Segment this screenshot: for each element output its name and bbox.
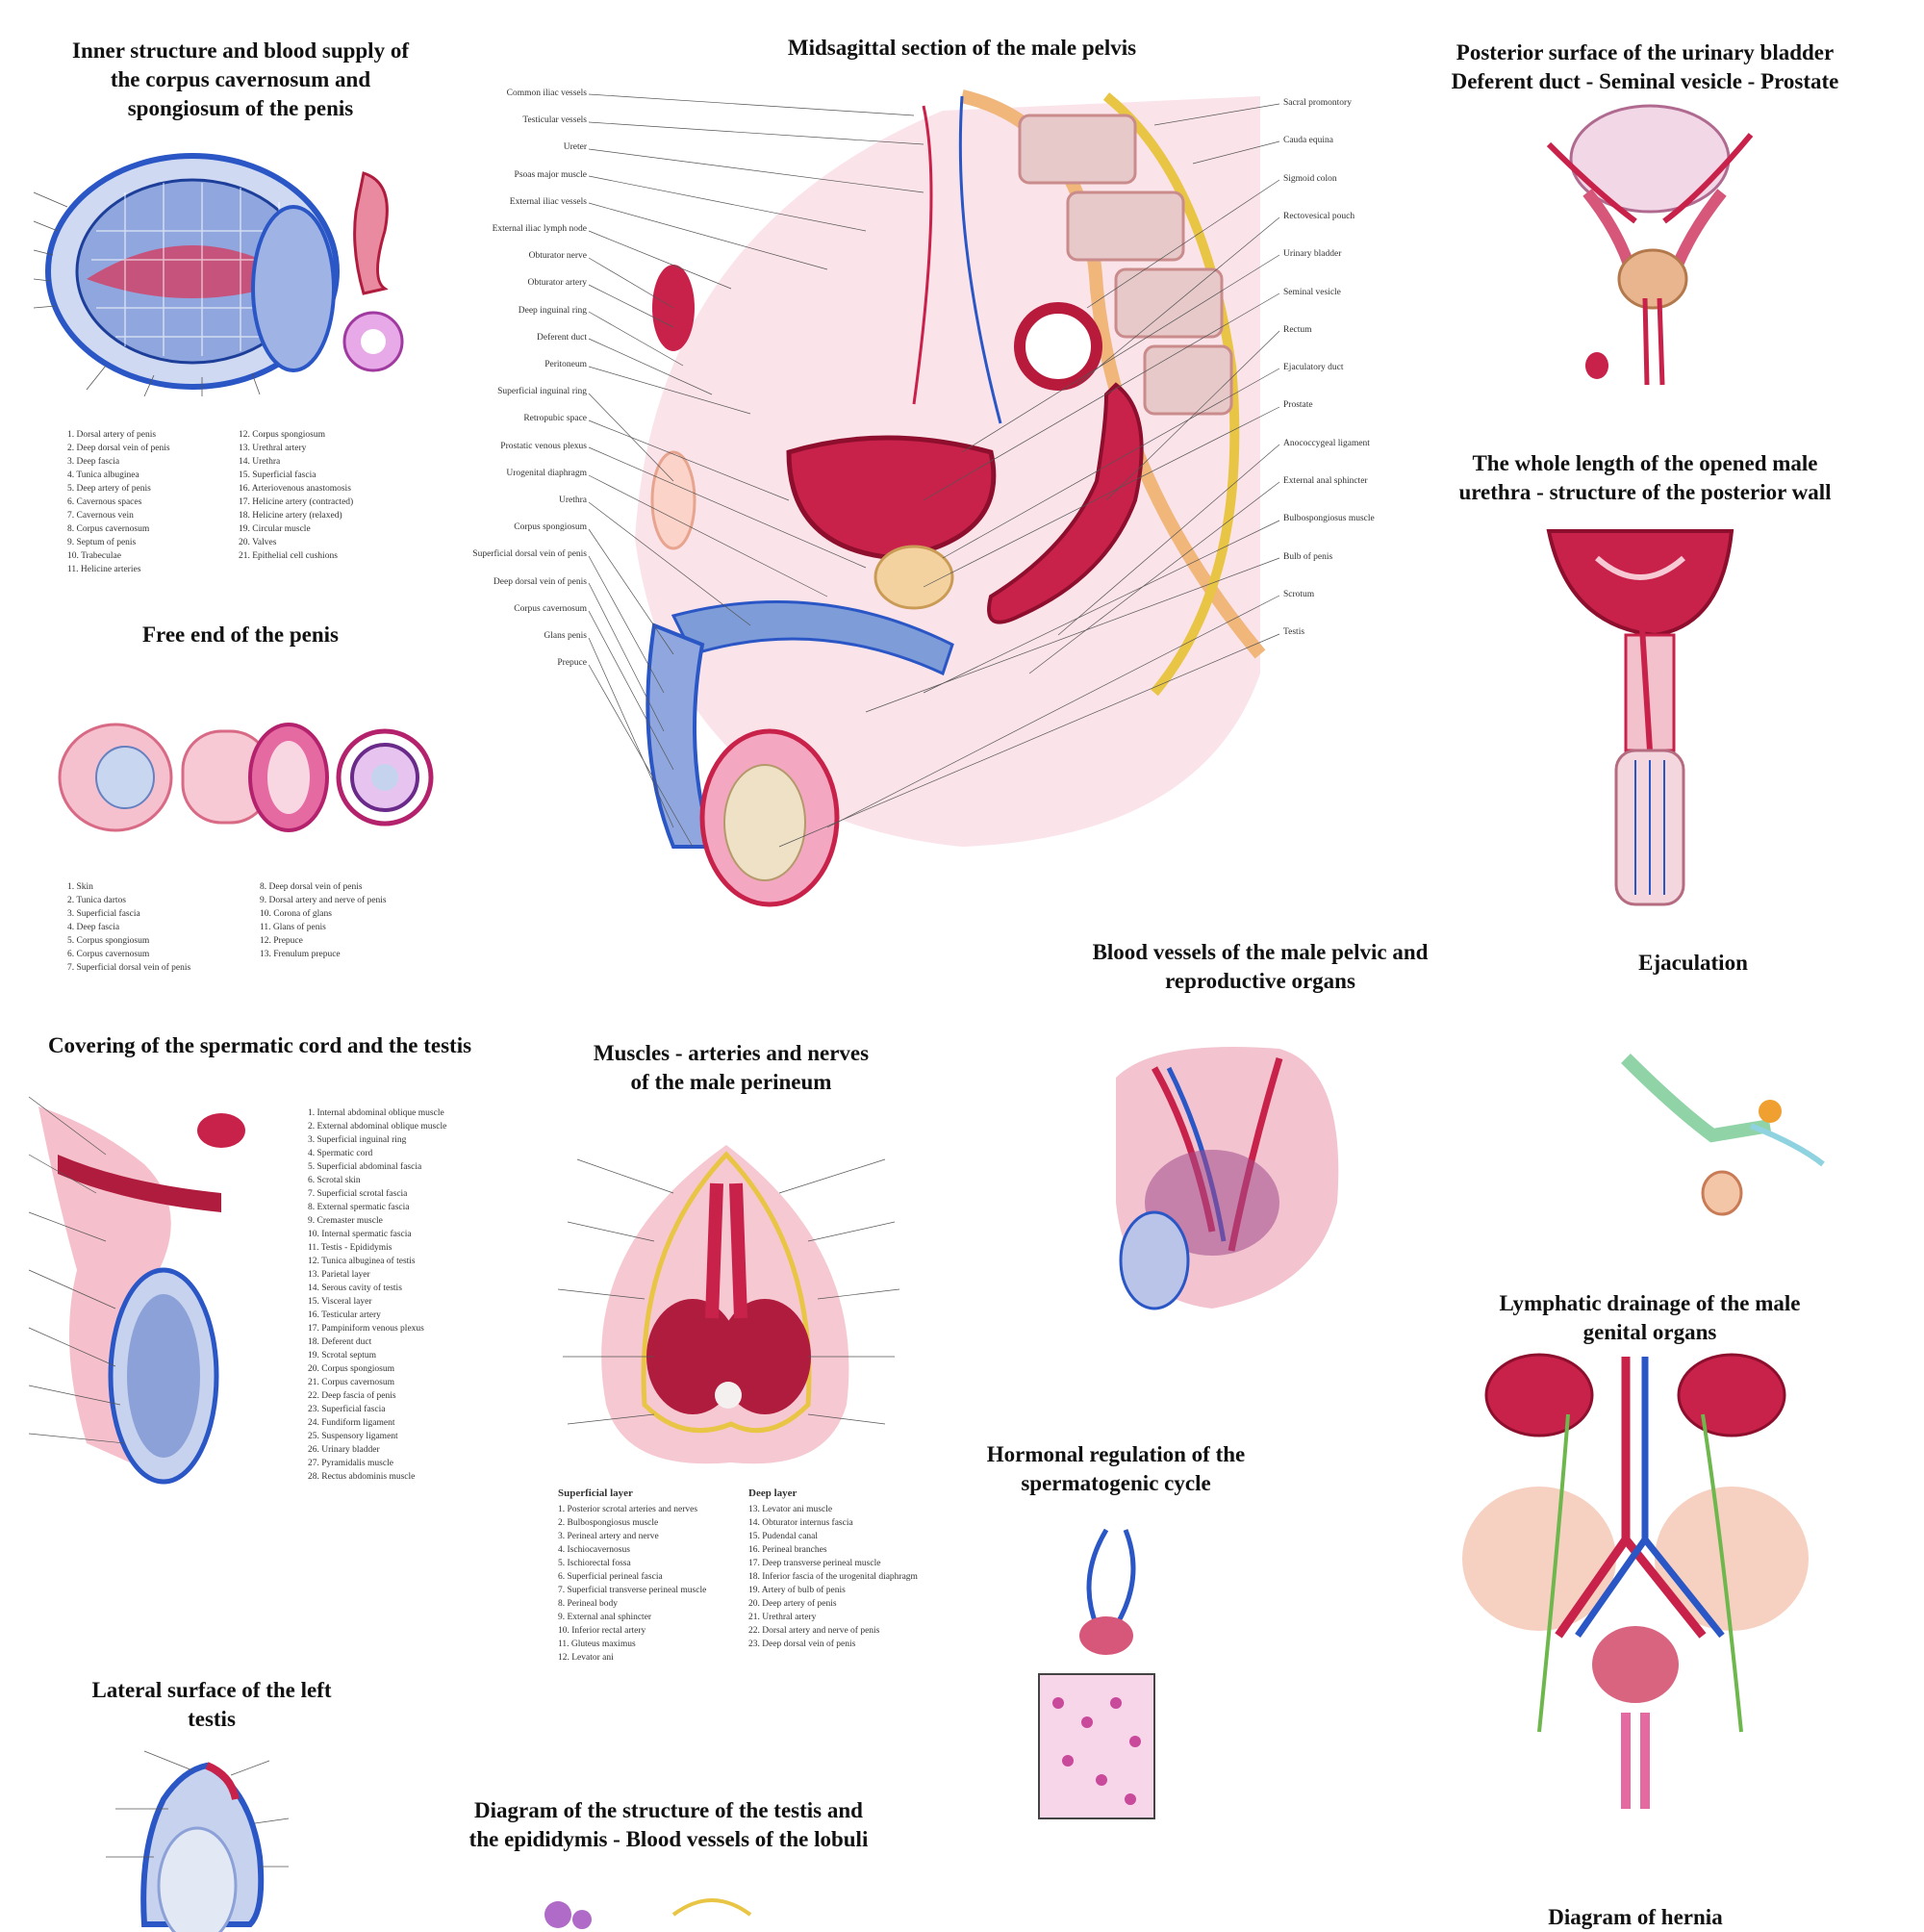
midsagittal-label: Deep inguinal ring — [518, 305, 587, 316]
midsagittal-label: Anococcygeal ligament — [1283, 438, 1370, 448]
midsagittal-label: Cauda equina — [1283, 136, 1333, 146]
midsagittal-label: Ejaculatory duct — [1283, 363, 1344, 373]
midsagittal-label: Peritoneum — [544, 360, 587, 369]
panel-title-freeend: Free end of the penis — [141, 623, 339, 647]
panel-title-hormonal: Hormonal regulation of the spermatogenic… — [986, 1442, 1246, 1495]
midsagittal-label: Retropubic space — [523, 414, 587, 424]
midsagittal-label: Urinary bladder — [1283, 249, 1342, 260]
panel-title-bloodvessels: Blood vessels of the male pelvic and rep… — [1092, 940, 1429, 993]
panel-title-corpus: Inner structure and blood supply of the … — [72, 38, 409, 120]
panel-title-perineum: Muscles - arteries and nerves of the mal… — [593, 1041, 870, 1094]
midsagittal-label: Prepuce — [557, 658, 587, 669]
midsagittal-label: Urogenital diaphragm — [506, 468, 587, 478]
midsagittal-label: Superficial inguinal ring — [497, 387, 587, 397]
midsagittal-label: Bulb of penis — [1283, 551, 1333, 562]
panel-title-ejaculation: Ejaculation — [1638, 951, 1748, 975]
midsagittal-label: Superficial dorsal vein of penis — [472, 549, 587, 560]
midsagittal-label: Prostatic venous plexus — [500, 441, 587, 451]
panel-title-bladder: Posterior surface of the urinary bladder… — [1451, 40, 1839, 93]
midsagittal-label: Glans penis — [544, 631, 587, 641]
midsagittal-label: Rectovesical pouch — [1283, 211, 1355, 221]
midsagittal-label: Ureter — [563, 142, 587, 153]
midsagittal-label: External anal sphincter — [1283, 476, 1368, 486]
midsagittal-label: External iliac vessels — [509, 196, 587, 207]
midsagittal-label: Testis — [1283, 627, 1305, 638]
midsagittal-label: Corpus cavernosum — [514, 603, 587, 614]
midsagittal-label: Bulbospongiosus muscle — [1283, 514, 1375, 524]
midsagittal-label: External iliac lymph node — [492, 224, 587, 234]
panel-title-diagram: Diagram of the structure of the testis a… — [468, 1798, 869, 1851]
midsagittal-label: Psoas major muscle — [514, 169, 587, 180]
midsagittal-label: Rectum — [1283, 324, 1312, 335]
midsagittal-label: Deferent duct — [537, 332, 587, 343]
midsagittal-label: Deep dorsal vein of penis — [493, 576, 587, 587]
panel-title-urethra: The whole length of the opened male uret… — [1458, 451, 1832, 504]
panel-title-hernia: Diagram of hernia — [1548, 1905, 1723, 1929]
midsagittal-label: Testicular vessels — [522, 115, 587, 126]
midsagittal-label: Scrotum — [1283, 589, 1315, 599]
midsagittal-label: Common iliac vessels — [506, 89, 587, 98]
midsagittal-label: Urethra — [558, 496, 587, 505]
midsagittal-label: Sigmoid colon — [1283, 173, 1337, 184]
panel-title-lateral: Lateral surface of the left testis — [91, 1678, 332, 1731]
midsagittal-label: Seminal vesicle — [1283, 287, 1341, 297]
midsagittal-label: Corpus spongiosum — [514, 522, 587, 533]
midsagittal-label: Sacral promontory — [1283, 98, 1352, 108]
midsagittal-label: Prostate — [1283, 400, 1313, 411]
panel-title-midsagittal: Midsagittal section of the male pelvis — [787, 36, 1137, 60]
midsagittal-label: Obturator artery — [527, 278, 587, 289]
midsagittal-label: Obturator nerve — [528, 251, 587, 262]
panel-title-covering: Covering of the spermatic cord and the t… — [47, 1033, 472, 1057]
panel-title-lymphatic: Lymphatic drainage of the male genital o… — [1499, 1291, 1801, 1344]
